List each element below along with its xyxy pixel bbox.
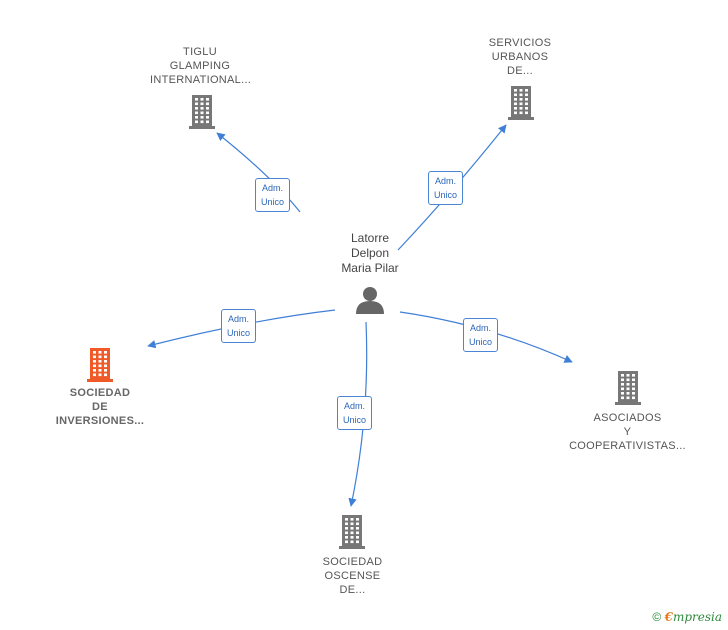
building-icon-asociados[interactable] <box>615 371 641 405</box>
edge-label-servicios[interactable]: Adm. Unico <box>428 171 464 205</box>
edge-label-asociados[interactable]: Adm. Unico <box>463 318 499 352</box>
brand-logo[interactable]: €mpresia <box>664 610 722 624</box>
copyright-icon: © <box>652 610 662 624</box>
edge-label-sociedad-inversiones[interactable]: Adm. Unico <box>221 309 257 343</box>
edge-tiglu <box>216 132 301 213</box>
company-label-asociados[interactable]: ASOCIADOS Y COOPERATIVISTAS... <box>569 412 686 452</box>
building-icon-oscense[interactable] <box>339 515 365 549</box>
person-icon[interactable] <box>356 287 384 314</box>
building-icon-servicios[interactable] <box>508 86 534 120</box>
company-label-oscense[interactable]: SOCIEDAD OSCENSE DE... <box>322 556 383 596</box>
center-person-name[interactable]: Latorre Delpon Maria Pilar <box>341 231 399 275</box>
company-label-sociedad-inversiones[interactable]: SOCIEDAD DE INVERSIONES... <box>55 387 145 427</box>
edge-label-tiglu[interactable]: Adm. Unico <box>255 178 291 212</box>
edge-label-oscense[interactable]: Adm. Unico <box>337 396 373 430</box>
company-label-servicios[interactable]: SERVICIOS URBANOS DE... <box>488 37 552 77</box>
company-label-tiglu[interactable]: TIGLU GLAMPING INTERNATIONAL... <box>150 46 252 86</box>
building-icon-tiglu[interactable] <box>189 95 215 129</box>
building-icon-sociedad-inversiones[interactable] <box>87 348 113 382</box>
copyright-mark: © €mpresia <box>652 610 722 624</box>
